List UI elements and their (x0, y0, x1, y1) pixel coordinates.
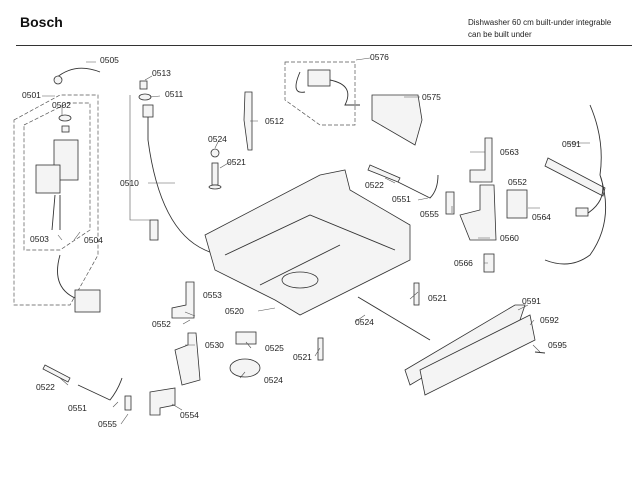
seal-plug-shape (61, 125, 70, 133)
part-label-0501[interactable]: 0501 (22, 90, 41, 100)
part-label-0576[interactable]: 0591 (562, 139, 581, 149)
valve-housing-shape (35, 164, 61, 194)
outlet-connector-shape (74, 289, 101, 313)
clamp-shape (138, 93, 152, 101)
valve-subgroup-outline (23, 102, 91, 251)
holder-left-shape (124, 395, 132, 411)
part-label-0555-top[interactable]: 0555 (420, 209, 439, 219)
pressure-switch-leads (295, 71, 360, 106)
hinge-bracket-right-shape (459, 184, 497, 241)
adjusting-screw-left-shape (42, 364, 71, 383)
sump-shape (281, 271, 319, 289)
part-label-0551-left[interactable]: 0551 (68, 403, 87, 413)
part-label-0525[interactable]: 0525 (265, 343, 284, 353)
part-label-0552-left[interactable]: 0552 (152, 319, 171, 329)
pressure-switch-shape (307, 69, 331, 87)
part-label-0575[interactable]: 0576 (370, 52, 389, 62)
part-label-0521-right[interactable]: 0521 (428, 293, 447, 303)
cable-rope-shape (397, 174, 439, 199)
hose-holder-shape (243, 91, 253, 151)
cable-rope-left-shape (77, 377, 123, 401)
part-label-0566[interactable]: 0566 (454, 258, 473, 268)
seal-ring-shape (58, 114, 72, 122)
harness-connector-shape (544, 157, 606, 197)
part-label-0595[interactable]: 0595 (548, 340, 567, 350)
part-label-0563[interactable]: 0563 (500, 147, 519, 157)
part-label-0512[interactable]: 0512 (265, 116, 284, 126)
float-switch-shape (235, 331, 257, 345)
part-label-0530[interactable]: 0524 (355, 317, 374, 327)
part-label-0511[interactable]: 0511 (165, 89, 184, 99)
float-disc-shape (229, 358, 261, 378)
cap-shape (139, 80, 148, 90)
harness-plug-shape (575, 207, 589, 217)
model-description: Dishwasher 60 cm built-under integrable … (468, 17, 611, 41)
foot-screw-shape (211, 162, 219, 186)
foot-right-shape (413, 282, 420, 306)
base-tray-detail (224, 214, 396, 286)
screw-shape (534, 351, 546, 354)
kick-plate-shape (419, 314, 536, 396)
part-label-0555-left[interactable]: 0555 (98, 419, 117, 429)
header-divider (16, 45, 632, 46)
holder-right-shape (445, 191, 455, 215)
part-label-0564[interactable]: 0564 (532, 212, 551, 222)
part-label-0591[interactable]: 0591 (522, 296, 541, 306)
control-module-shape (371, 94, 423, 146)
part-label-0524[interactable]: 0524 (264, 375, 283, 385)
part-label-0552-right[interactable]: 0552 (508, 177, 527, 187)
model-description-line-1: Dishwasher 60 cm built-under integrable (468, 18, 612, 27)
pressure-switch-group-outline (284, 61, 356, 126)
part-label-0502[interactable]: 0502 (52, 100, 71, 110)
nut-shape (210, 148, 220, 158)
foot-base-shape (208, 184, 222, 190)
part-label-0550[interactable]: 0530 (205, 340, 224, 350)
terminal-block-shape (506, 189, 528, 219)
base-tray-shape (204, 169, 411, 316)
part-label-0554[interactable]: 0554 (180, 410, 199, 420)
nut-rod-shape (357, 296, 431, 341)
hose-fitting-shape (149, 219, 159, 241)
part-label-0530-top[interactable]: 0524 (208, 134, 227, 144)
part-label-0522-left[interactable]: 0522 (36, 382, 55, 392)
inlet-hose-shape (55, 67, 101, 79)
part-label-0570[interactable]: 0575 (422, 92, 441, 102)
leader-lines (42, 57, 590, 425)
brand-title: Bosch (20, 14, 63, 30)
harness-wires-shape (544, 104, 607, 265)
model-description-line-2: can be built under (468, 30, 532, 39)
hose-bracket-line (129, 95, 150, 221)
part-label-0592[interactable]: 0592 (540, 315, 559, 325)
part-label-0560[interactable]: 0560 (500, 233, 519, 243)
part-label-0513[interactable]: 0513 (152, 68, 171, 78)
hinge-bracket-left-shape (174, 332, 201, 386)
part-label-0510[interactable]: 0510 (120, 178, 139, 188)
part-label-0553[interactable]: 0553 (203, 290, 222, 300)
inlet-fitting-shape (53, 75, 63, 85)
part-label-0504[interactable]: 0504 (84, 235, 103, 245)
hinge-lever-right-shape (469, 137, 493, 183)
part-label-0521-top[interactable]: 0521 (227, 157, 246, 167)
foot-front-shape (317, 337, 324, 361)
part-label-0505[interactable]: 0505 (100, 55, 119, 65)
hose-end-shape (142, 104, 154, 118)
part-label-0521-front[interactable]: 0521 (293, 352, 312, 362)
part-label-0551-top[interactable]: 0551 (392, 194, 411, 204)
bracket-shape (149, 387, 176, 416)
part-label-0520[interactable]: 0520 (225, 306, 244, 316)
valve-leads-shape (51, 194, 61, 231)
part-label-0522-top[interactable]: 0522 (365, 180, 384, 190)
valve-group-outline (13, 94, 99, 306)
hinge-lever-left-shape (171, 281, 195, 319)
part-label-0503[interactable]: 0503 (30, 234, 49, 244)
